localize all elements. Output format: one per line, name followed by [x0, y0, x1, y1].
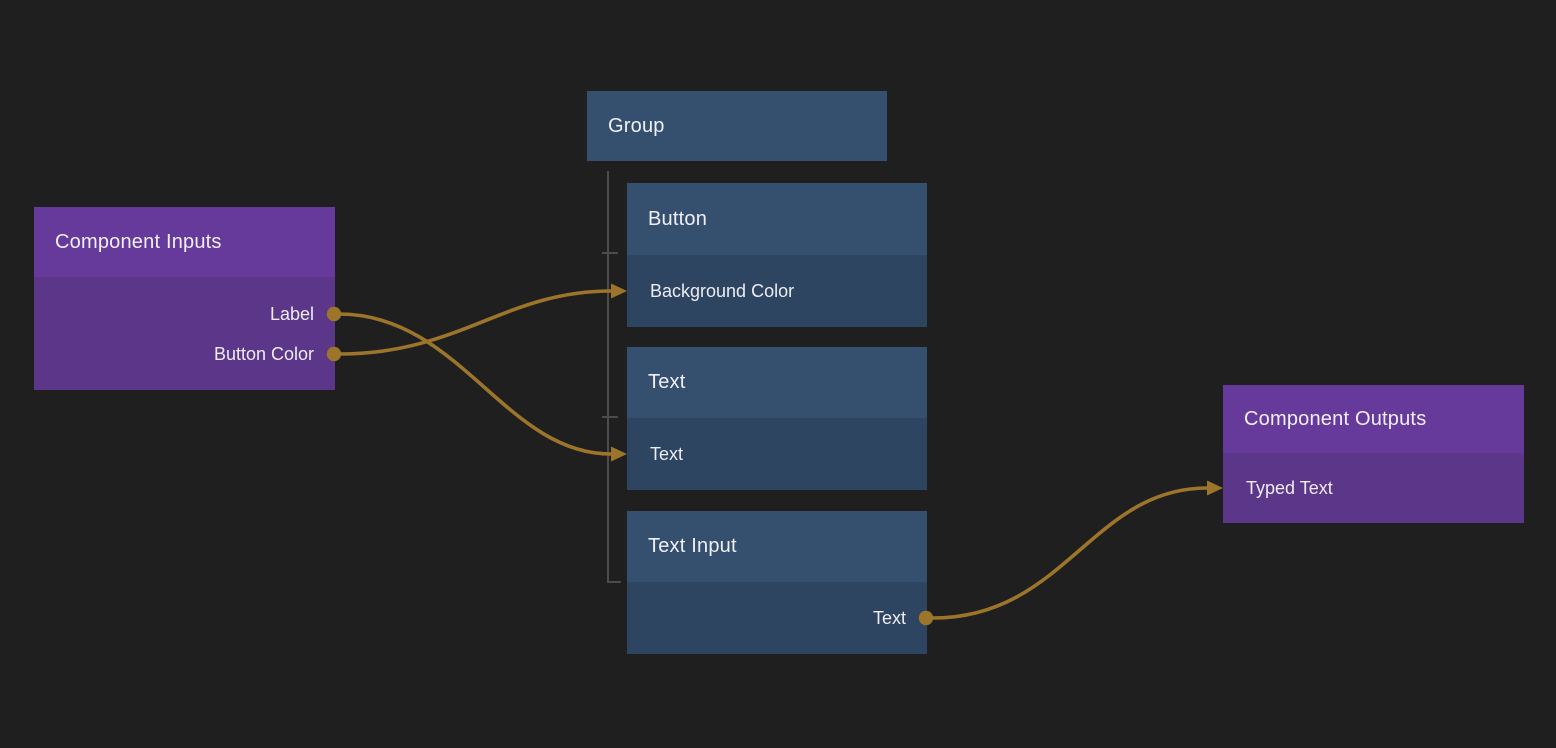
node-body: Label Button Color: [34, 277, 335, 390]
connection-arrowhead: [1207, 480, 1223, 496]
port-label: Button Color: [213, 343, 314, 364]
input-port-text[interactable]: Text: [627, 418, 927, 490]
node-body: Background Color: [627, 255, 927, 327]
node-title: Component Inputs: [55, 230, 222, 253]
connection-wire-buttoncolor-backgroundcolor[interactable]: [338, 289, 612, 356]
node-title: Group: [608, 114, 665, 137]
output-port-label[interactable]: Label: [34, 294, 335, 334]
node-body: Text: [627, 582, 927, 654]
port-label: Label: [269, 303, 314, 324]
node-component-inputs[interactable]: Component Inputs Label Button Color: [34, 207, 335, 390]
port-label: Text: [650, 443, 684, 464]
port-label: Text: [872, 607, 906, 628]
connection-arrowhead: [611, 283, 627, 299]
node-header[interactable]: Component Outputs: [1223, 385, 1524, 453]
connection-wire-label-text[interactable]: [338, 312, 612, 456]
input-port-background-color[interactable]: Background Color: [627, 255, 927, 327]
node-title: Text: [648, 371, 686, 393]
port-label: Typed Text: [1246, 477, 1333, 498]
node-title: Button: [648, 207, 708, 230]
output-port-text[interactable]: Text: [627, 582, 927, 654]
node-component-outputs[interactable]: Component Outputs Typed Text: [1223, 385, 1524, 523]
output-port-button-color[interactable]: Button Color: [34, 334, 335, 374]
node-text[interactable]: Text Text: [627, 347, 927, 490]
connection-arrowhead: [611, 446, 627, 462]
node-body: Typed Text: [1223, 453, 1524, 523]
node-header[interactable]: Group: [587, 91, 887, 161]
input-port-typed-text[interactable]: Typed Text: [1223, 478, 1333, 499]
node-header[interactable]: Component Inputs: [34, 207, 335, 277]
node-group[interactable]: Group: [587, 91, 887, 161]
group-tree-line: [602, 171, 621, 583]
node-header[interactable]: Text: [627, 347, 927, 418]
node-text-input[interactable]: Text Input Text: [627, 511, 927, 654]
node-title: Text Input: [648, 535, 737, 557]
node-body: Text: [627, 418, 927, 490]
node-title: Component Outputs: [1244, 407, 1427, 430]
node-header[interactable]: Button: [627, 183, 927, 255]
connection-wire-text-typedtext[interactable]: [932, 486, 1208, 620]
node-button[interactable]: Button Background Color: [627, 183, 927, 327]
port-label: Background Color: [650, 280, 795, 301]
node-header[interactable]: Text Input: [627, 511, 927, 582]
